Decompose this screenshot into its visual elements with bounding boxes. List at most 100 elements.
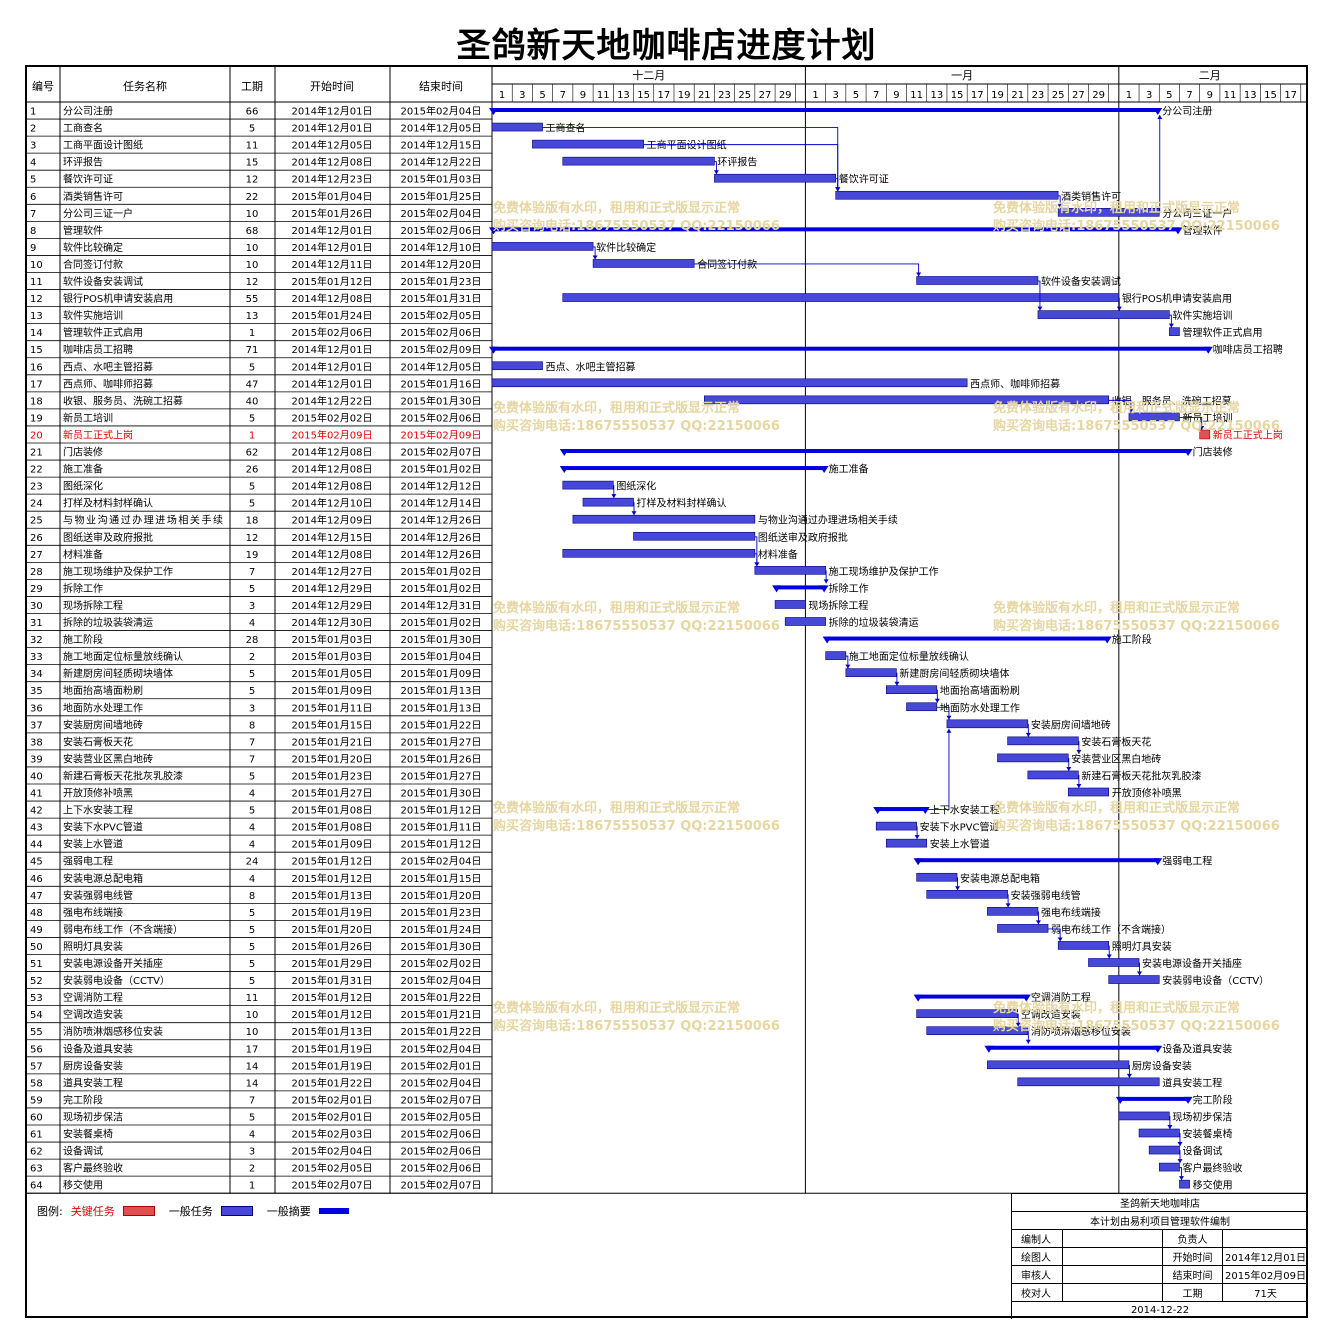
task-bar — [885, 838, 928, 848]
dependency-arrow — [592, 255, 598, 260]
task-start: 2015年01月08日 — [292, 821, 373, 834]
bar-label: 安装电源设备开关插座 — [1142, 957, 1242, 970]
task-duration: 11 — [246, 141, 259, 152]
day-tick-label: 25 — [1052, 90, 1065, 101]
task-name: 软件比较确定 — [63, 241, 123, 254]
task-id: 13 — [30, 311, 43, 322]
task-bar — [1158, 1162, 1180, 1172]
task-bar — [916, 872, 958, 882]
summary-bar-end — [1183, 1096, 1193, 1104]
task-duration: 5 — [249, 959, 255, 970]
dependency-link — [1078, 740, 1080, 754]
task-end: 2015年01月15日 — [401, 872, 482, 885]
task-duration: 2 — [249, 652, 255, 663]
bar-label: 完工阶段 — [1193, 1093, 1233, 1106]
task-id: 20 — [30, 430, 43, 441]
task-name: 现场拆除工程 — [63, 599, 123, 612]
task-id: 32 — [30, 635, 43, 646]
task-end: 2015年02月09日 — [401, 428, 482, 441]
task-duration: 55 — [246, 294, 259, 305]
task-end: 2014年12月12日 — [401, 480, 482, 493]
task-start: 2014年12月29日 — [292, 599, 373, 612]
bar-label: 咖啡店员工招聘 — [1213, 343, 1283, 356]
day-tick-label: 5 — [539, 90, 545, 101]
task-bar — [532, 139, 644, 149]
day-tick-label: 11 — [597, 90, 610, 101]
task-name: 拆除的垃圾装袋清运 — [63, 616, 153, 629]
task-duration: 5 — [249, 669, 255, 680]
bar-label: 安装石膏板天花 — [1081, 735, 1151, 748]
task-id: 59 — [30, 1095, 43, 1106]
task-duration: 17 — [246, 1044, 259, 1055]
task-duration: 5 — [249, 362, 255, 373]
task-end: 2015年02月04日 — [401, 1076, 482, 1089]
summary-bar-end — [1173, 227, 1183, 235]
dependency-arrow — [934, 698, 940, 703]
task-duration: 10 — [246, 209, 259, 220]
bar-label: 银行POS机申请安装启用 — [1122, 292, 1232, 305]
task-bar — [491, 122, 543, 132]
task-name: 地面抬高墙面粉刷 — [63, 684, 143, 697]
task-duration: 4 — [249, 1130, 255, 1141]
gantt-frame — [25, 65, 1308, 1318]
task-end: 2015年01月30日 — [401, 940, 482, 953]
task-name: 环评报告 — [63, 156, 103, 169]
day-tick-label: 27 — [759, 90, 772, 101]
task-duration: 1 — [249, 1181, 255, 1192]
task-end: 2015年01月12日 — [401, 838, 482, 851]
day-tick-label: 17 — [971, 90, 984, 101]
task-name: 软件实施培训 — [63, 309, 123, 322]
task-id: 25 — [30, 516, 43, 527]
task-duration: 68 — [246, 226, 259, 237]
info-duration: 71天 — [1222, 1284, 1308, 1301]
bar-label: 强电布线端接 — [1041, 906, 1101, 919]
task-id: 50 — [30, 942, 43, 953]
task-id: 58 — [30, 1078, 43, 1089]
task-start: 2015年01月12日 — [292, 1008, 373, 1021]
dependency-arrow — [1035, 920, 1041, 925]
dependency-arrow — [1177, 1159, 1183, 1164]
task-end: 2015年01月22日 — [401, 718, 482, 731]
task-end: 2015年02月04日 — [401, 855, 482, 868]
task-id: 28 — [30, 567, 43, 578]
task-end: 2015年01月02日 — [401, 565, 482, 578]
bar-label: 图纸送审及政府报批 — [758, 531, 848, 544]
task-id: 16 — [30, 362, 43, 373]
month-label: 一月 — [951, 69, 973, 82]
task-id: 57 — [30, 1061, 43, 1072]
task-bar — [562, 293, 1120, 302]
summary-bar-end — [1153, 1045, 1163, 1053]
task-duration: 3 — [249, 703, 255, 714]
summary-bar-end — [920, 807, 930, 815]
task-bar — [845, 668, 897, 677]
task-name: 厨房设备安装 — [63, 1059, 123, 1072]
task-end: 2015年01月13日 — [401, 701, 482, 714]
summary-bar-start — [559, 449, 569, 456]
dependency-arrow — [955, 886, 961, 891]
bar-label: 弱电布线工作（不含端接） — [1051, 923, 1171, 936]
task-bar — [562, 156, 715, 166]
task-id: 46 — [30, 874, 43, 885]
task-end: 2015年01月02日 — [401, 463, 482, 476]
legend: 图例: 关键任务 一般任务 一般摘要 — [37, 1203, 363, 1219]
dependency-link — [1037, 280, 1041, 311]
task-id: 49 — [30, 925, 43, 936]
dependency-link — [1179, 1133, 1181, 1147]
task-name: 设备调试 — [63, 1145, 103, 1158]
task-bar — [633, 531, 756, 541]
summary-bar-end — [1153, 108, 1163, 115]
info-end: 2015年02月09日 — [1222, 1266, 1308, 1283]
info-reviewer-label: 审核人 — [1021, 1271, 1051, 1282]
task-duration: 12 — [246, 277, 259, 288]
dependency-link — [1179, 1150, 1181, 1164]
task-start: 2014年12月08日 — [292, 548, 373, 561]
dependency-link — [825, 570, 827, 584]
bar-label: 新员工正式上岗 — [1213, 428, 1283, 441]
dependency-arrow — [1057, 937, 1063, 942]
task-bar — [1057, 208, 1160, 217]
task-duration: 5 — [249, 584, 255, 595]
day-tick-label: 17 — [658, 90, 671, 101]
task-start: 2014年12月08日 — [292, 446, 373, 459]
task-start: 2015年01月13日 — [292, 889, 373, 902]
